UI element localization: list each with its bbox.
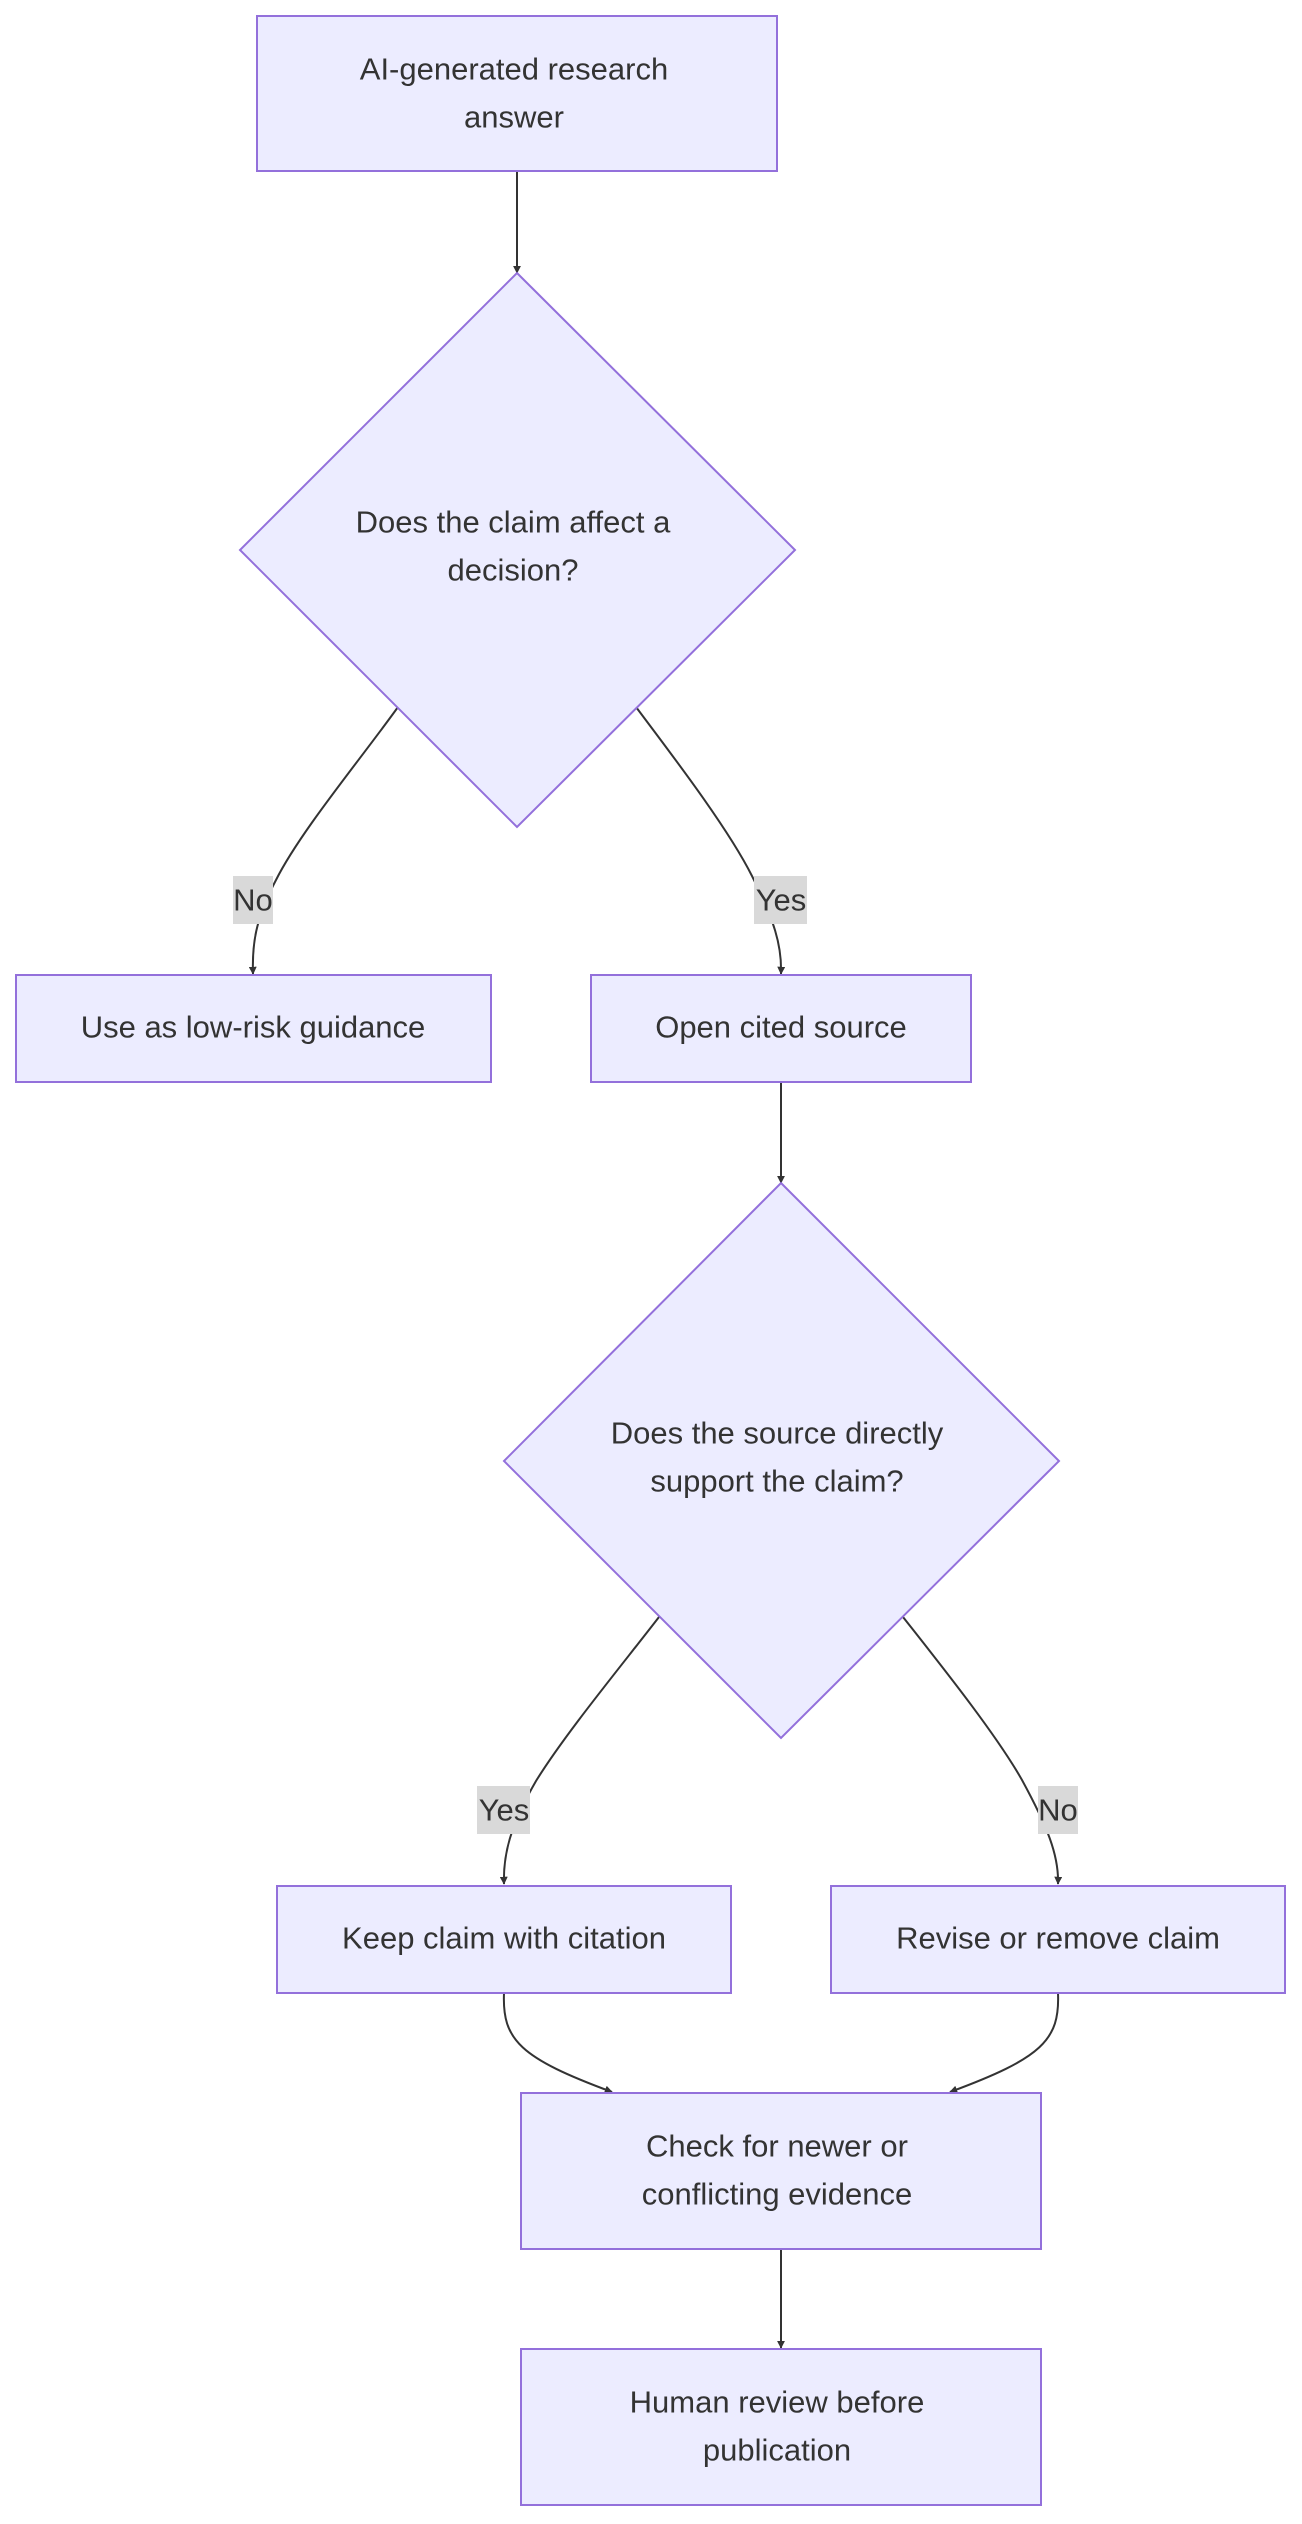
edge-label-supports-yes: Yes <box>477 1786 530 1834</box>
node-label: Does the claim affect a decision? <box>356 505 672 588</box>
node-box <box>256 15 778 172</box>
edge-label-affects-no: No <box>233 876 273 924</box>
node-diamond <box>502 1181 1061 1740</box>
node-revise-claim: Revise or remove claim <box>830 1885 1286 1994</box>
edge-label-supports-no: No <box>1038 1786 1078 1834</box>
node-label: Human review before publication <box>630 2385 925 2468</box>
edge-label-affects-yes: Yes <box>754 876 807 924</box>
edge-label-text: Yes <box>756 883 807 918</box>
node-label-line: Check for newer or <box>646 2129 908 2164</box>
edges <box>248 171 1063 2349</box>
node-keep-claim: Keep claim with citation <box>276 1885 732 1994</box>
node-label-line: Use as low-risk guidance <box>81 1010 426 1045</box>
node-label-line: Revise or remove claim <box>896 1921 1220 1956</box>
edge-decision-supports-to-keep-claim <box>499 1616 660 1885</box>
edge-labels: No Yes Yes No <box>233 876 1078 1834</box>
edge-keep-claim-to-check-evidence <box>502 1992 613 2094</box>
edge-decision-affects-to-low-risk <box>248 706 399 975</box>
node-diamond <box>238 271 797 829</box>
node-box <box>520 2348 1042 2506</box>
edge-label-bg <box>477 1786 530 1834</box>
edge-label-text: Yes <box>479 1793 530 1828</box>
node-label: Keep claim with citation <box>342 1921 666 1956</box>
edge-label-bg <box>233 876 273 924</box>
nodes: AI-generated research answer Does the cla… <box>15 15 1286 2506</box>
node-low-risk-guidance: Use as low-risk guidance <box>15 974 492 1083</box>
node-label-line: Does the claim affect a <box>356 505 672 540</box>
node-label: Open cited source <box>655 1010 907 1045</box>
node-human-review: Human review before publication <box>520 2348 1042 2506</box>
node-label-line: conflicting evidence <box>642 2177 913 2212</box>
node-label: Check for newer or conflicting evidence <box>642 2129 913 2212</box>
node-label-line: Open cited source <box>655 1010 907 1045</box>
edge-decision-affects-to-open-source <box>635 706 786 975</box>
edge-label-bg <box>754 876 807 924</box>
edge-label-text: No <box>1038 1793 1078 1828</box>
node-label-line: Keep claim with citation <box>342 1921 666 1956</box>
node-decision-source-supports: Does the source directly support the clai… <box>502 1181 1061 1740</box>
node-box <box>830 1885 1286 1994</box>
node-label: Revise or remove claim <box>896 1921 1220 1956</box>
node-label-line: support the claim? <box>650 1464 903 1499</box>
node-box <box>15 974 492 1083</box>
node-open-cited-source: Open cited source <box>590 974 972 1083</box>
node-label-line: Does the source directly <box>611 1416 944 1451</box>
node-check-evidence: Check for newer or conflicting evidence <box>520 2092 1042 2250</box>
edge-decision-supports-to-revise-claim <box>902 1616 1063 1885</box>
node-label-line: Human review before <box>630 2385 925 2420</box>
edge-revise-claim-to-check-evidence <box>949 1992 1060 2094</box>
node-label-line: publication <box>703 2433 851 2468</box>
edge-label-text: No <box>233 883 273 918</box>
node-label-line: answer <box>464 100 564 135</box>
node-box <box>590 974 972 1083</box>
node-box <box>520 2092 1042 2250</box>
node-label-line: AI-generated research <box>360 52 668 87</box>
node-label: Does the source directly support the clai… <box>611 1416 944 1499</box>
node-ai-generated-answer: AI-generated research answer <box>256 15 778 172</box>
node-label-line: decision? <box>448 553 579 588</box>
edge-label-bg <box>1038 1786 1078 1834</box>
node-label: Use as low-risk guidance <box>81 1010 426 1045</box>
node-box <box>276 1885 732 1994</box>
node-decision-affects-decision: Does the claim affect a decision? <box>238 271 797 829</box>
node-label: AI-generated research answer <box>360 52 668 135</box>
